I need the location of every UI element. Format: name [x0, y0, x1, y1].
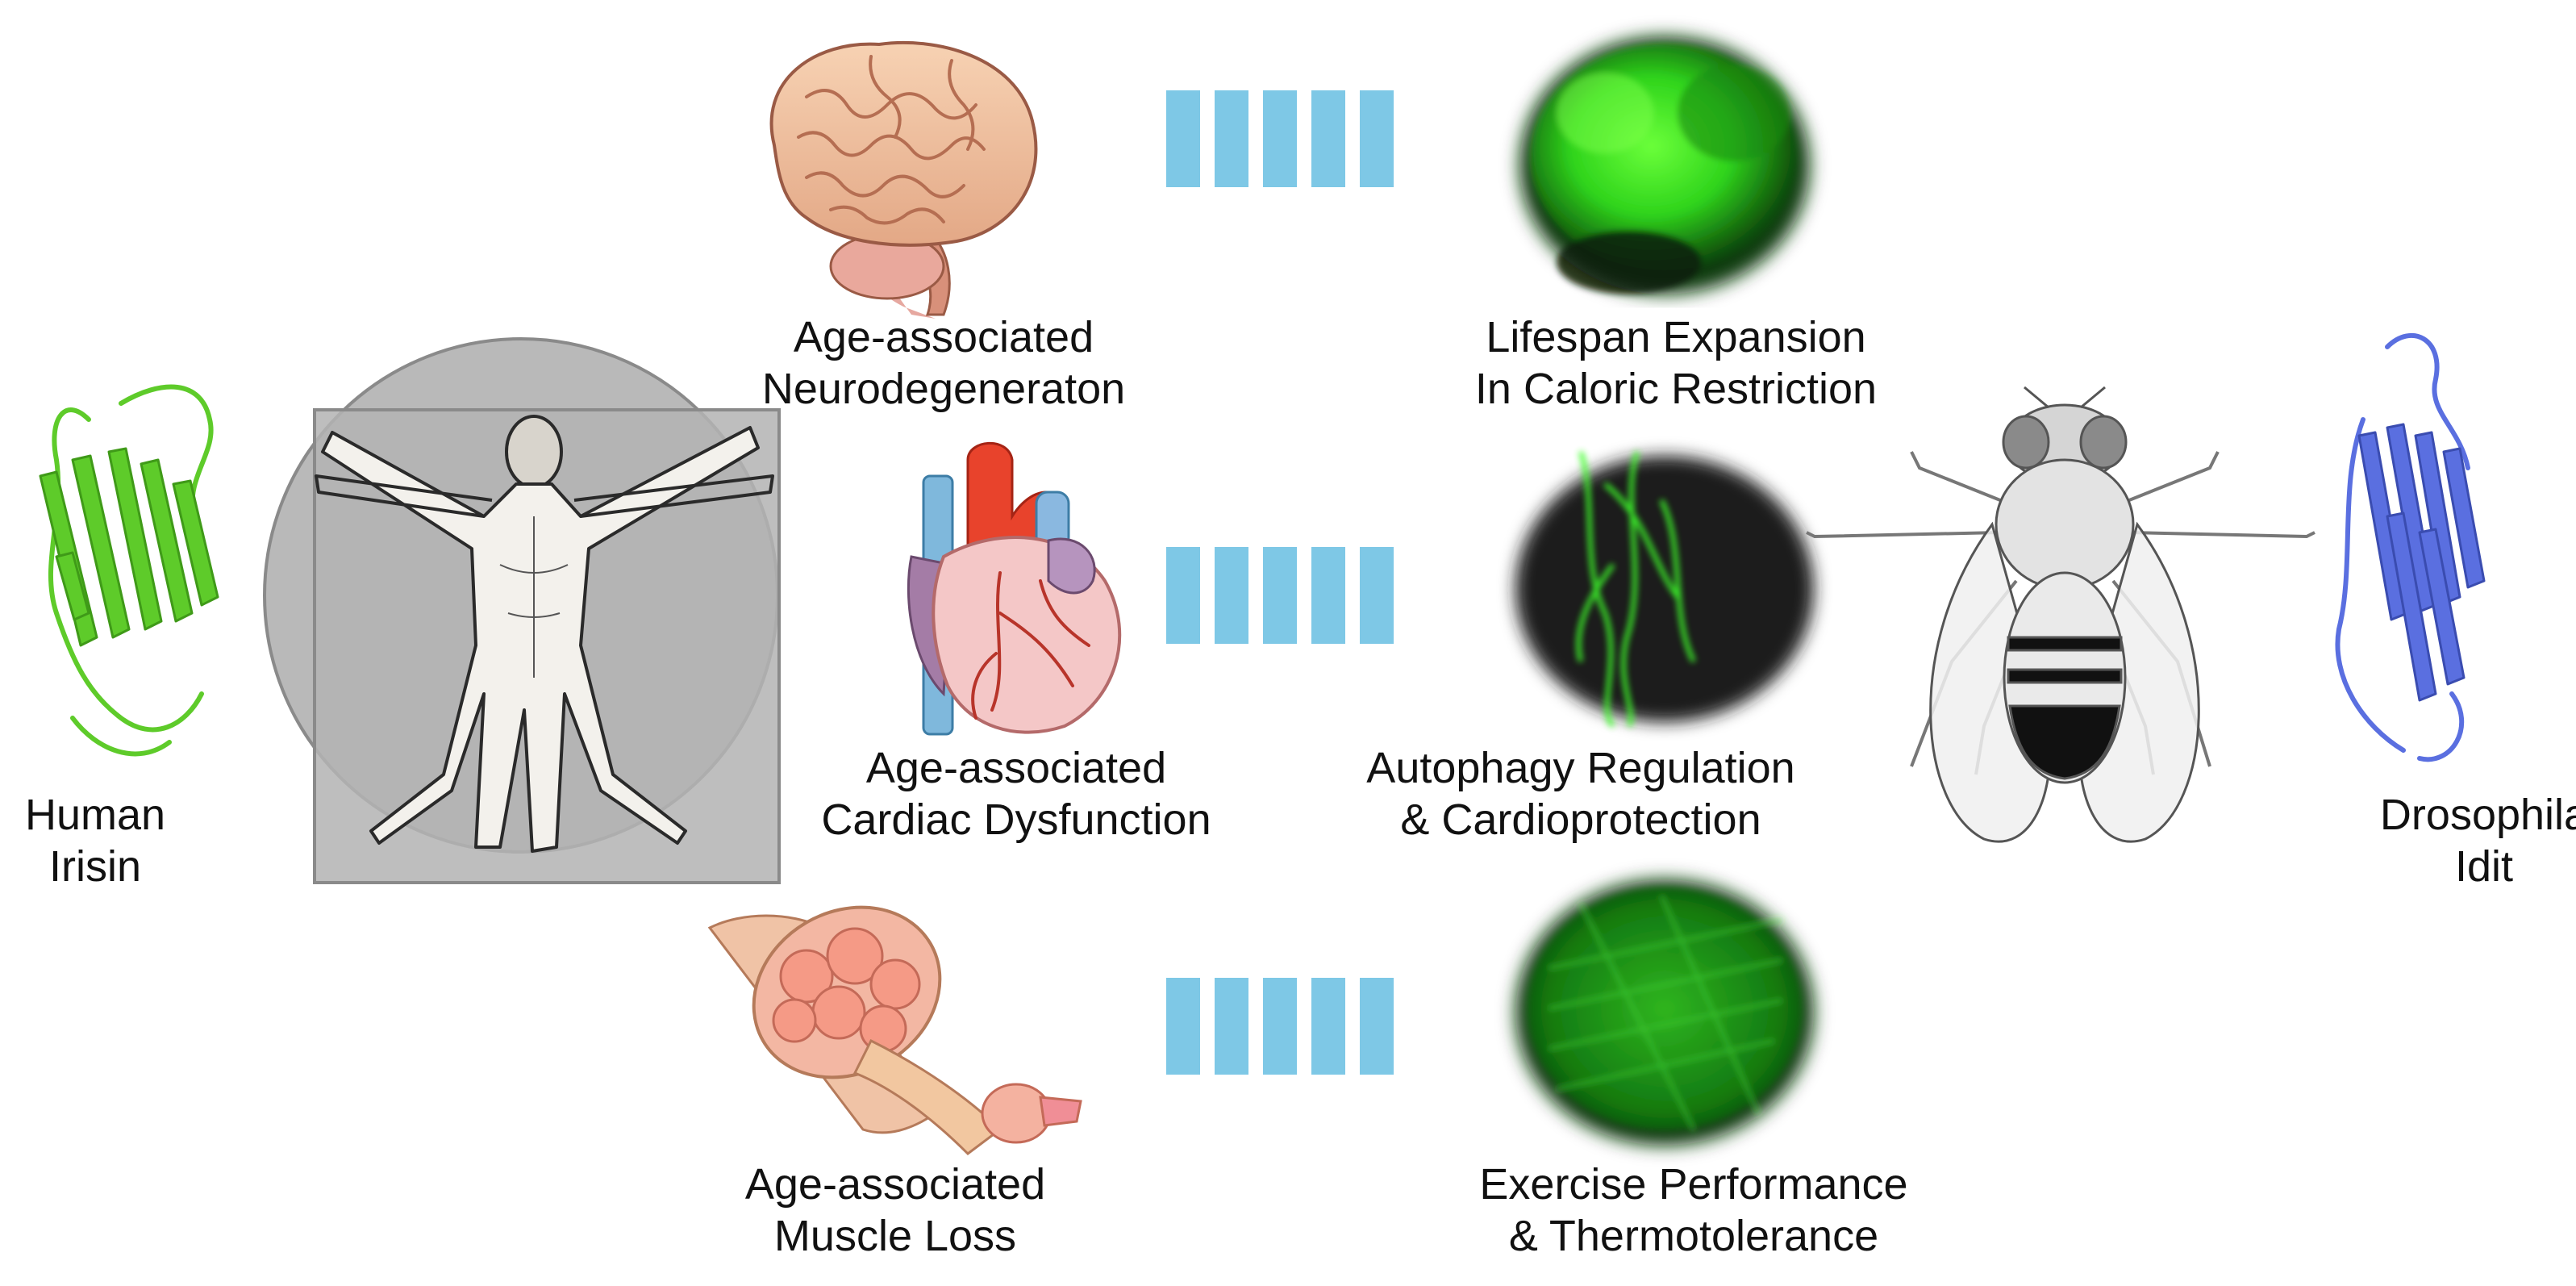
fluorescence-image-autophagy — [1515, 451, 1814, 729]
brain-icon — [769, 40, 1038, 319]
connector-bar — [1215, 90, 1248, 187]
connector-bars-row-3 — [1166, 978, 1394, 1075]
connector-bar — [1263, 90, 1297, 187]
connector-bar — [1360, 978, 1394, 1075]
human-irisin-label: Human Irisin — [24, 791, 166, 891]
connector-bar — [1263, 547, 1297, 644]
fluorescence-image-exercise — [1515, 879, 1814, 1146]
muscle-icon — [707, 905, 1082, 1155]
drosophila-idit-protein — [2335, 332, 2486, 762]
connector-bar — [1166, 90, 1200, 187]
connector-bar — [1311, 547, 1345, 644]
fruit-fly-illustration — [1806, 386, 2315, 843]
human-irisin-protein — [39, 384, 219, 757]
human-phenotype-label-row-3: Age-associated Muscle Loss — [744, 1160, 1046, 1260]
heart-icon — [907, 441, 1122, 736]
drosophila-idit-label: Drosophila Idit — [2379, 791, 2576, 891]
fluorescence-image-lifespan — [1519, 36, 1810, 294]
connector-bar — [1215, 978, 1248, 1075]
connector-bar — [1311, 90, 1345, 187]
human-phenotype-label-row-2: Age-associated Cardiac Dysfunction — [821, 744, 1211, 844]
connector-bar — [1360, 547, 1394, 644]
connector-bar — [1263, 978, 1297, 1075]
connector-bar — [1166, 978, 1200, 1075]
connector-bar — [1215, 547, 1248, 644]
connector-bar — [1360, 90, 1394, 187]
fly-phenotype-label-row-1: Lifespan Expansion In Caloric Restrictio… — [1474, 313, 1878, 413]
fly-phenotype-label-row-2: Autophagy Regulation & Cardioprotection — [1366, 744, 1795, 844]
vitruvian-man-illustration — [263, 337, 781, 884]
human-phenotype-label-row-1: Age-associated Neurodegeneraton — [761, 313, 1126, 413]
connector-bars-row-1 — [1166, 90, 1394, 187]
fly-phenotype-label-row-3: Exercise Performance & Thermotolerance — [1479, 1160, 1908, 1260]
connector-bar — [1166, 547, 1200, 644]
connector-bar — [1311, 978, 1345, 1075]
connector-bars-row-2 — [1166, 547, 1394, 644]
